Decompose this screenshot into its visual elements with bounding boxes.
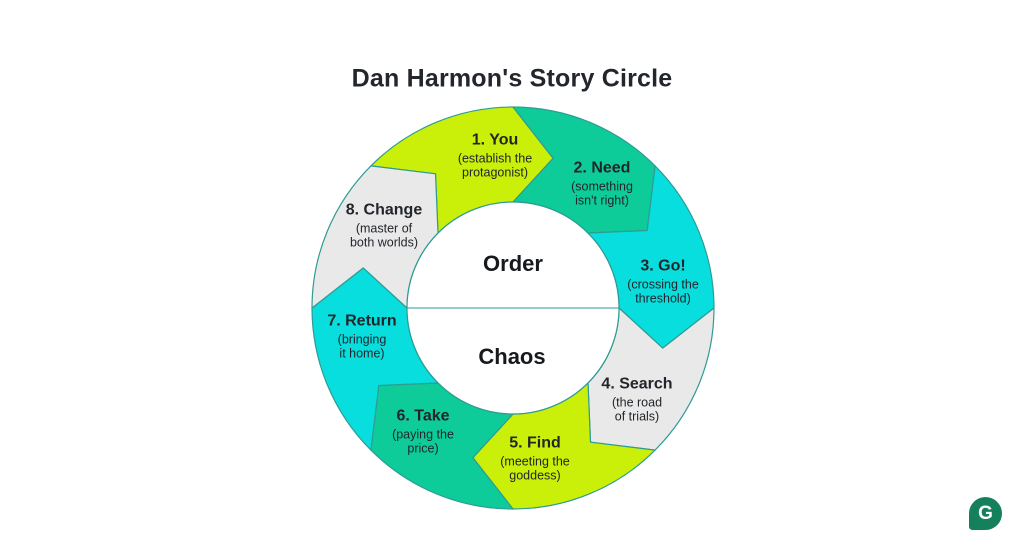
page-title: Dan Harmon's Story Circle xyxy=(351,64,673,93)
order-label: Order xyxy=(483,251,543,276)
chaos-label: Chaos xyxy=(478,344,546,369)
grammarly-logo-letter: G xyxy=(978,502,993,524)
grammarly-logo: G xyxy=(969,497,1002,530)
